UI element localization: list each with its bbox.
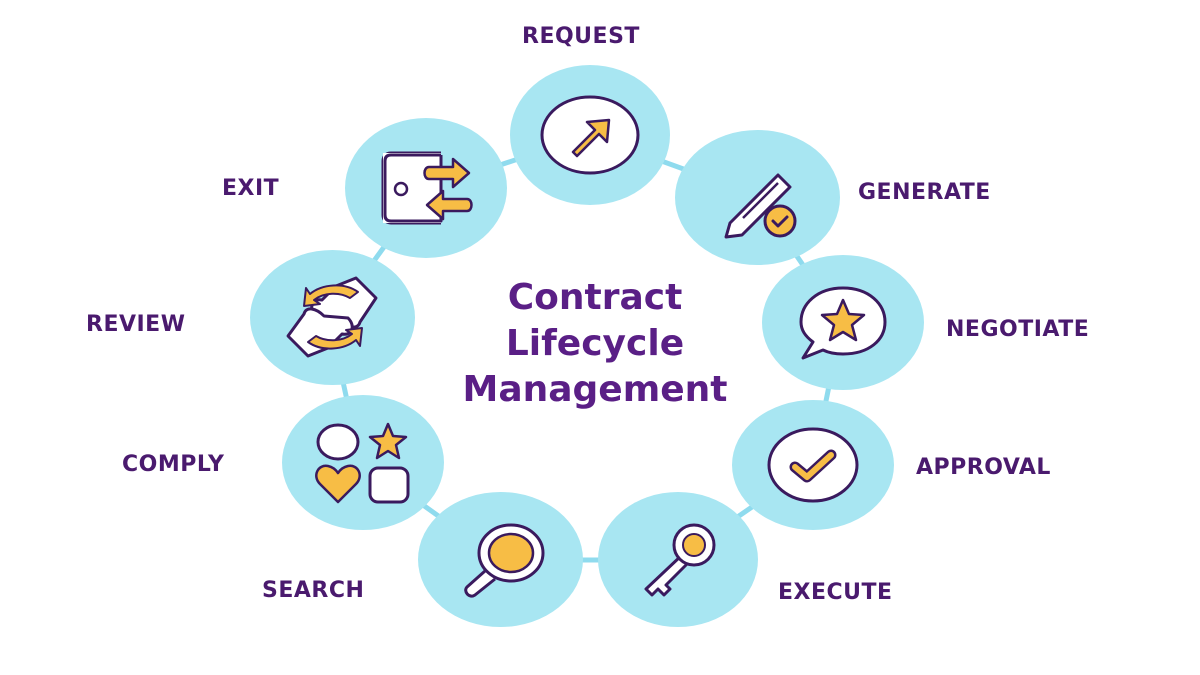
shapes-icon: [315, 422, 410, 503]
stage-execute-label: EXECUTE: [778, 580, 893, 605]
checkmark-circle-icon: [767, 427, 859, 503]
arrow-up-right-icon: [540, 95, 640, 175]
magnifier-icon: [463, 523, 544, 597]
stage-search-label: SEARCH: [262, 578, 365, 603]
refresh-documents-icon: [286, 276, 377, 357]
exit-door-icon: [381, 151, 473, 225]
title-line-1: Contract: [507, 277, 683, 318]
diagram-title: Contract Lifecycle Management: [430, 275, 760, 413]
stage-exit-node[interactable]: [345, 118, 507, 258]
stage-review-node[interactable]: [250, 250, 415, 385]
stage-exit-label: EXIT: [222, 176, 280, 201]
stage-negotiate-node[interactable]: [762, 255, 924, 390]
stage-review-label: REVIEW: [86, 312, 186, 337]
stage-execute-node[interactable]: [598, 492, 758, 627]
key-icon: [644, 523, 716, 596]
title-line-2: Lifecycle: [505, 323, 685, 364]
stage-negotiate-label: NEGOTIATE: [946, 317, 1090, 342]
stage-request-label: REQUEST: [522, 24, 640, 49]
stage-search-node[interactable]: [418, 492, 583, 627]
title-line-3: Management: [462, 369, 728, 410]
speech-bubble-star-icon: [799, 286, 887, 359]
pencil-check-icon: [724, 173, 796, 238]
stage-approval-label: APPROVAL: [916, 455, 1051, 480]
stage-approval-node[interactable]: [732, 400, 894, 530]
stage-request-node[interactable]: [510, 65, 670, 205]
stage-comply-node[interactable]: [282, 395, 444, 530]
stage-generate-node[interactable]: [675, 130, 840, 265]
stage-comply-label: COMPLY: [122, 452, 225, 477]
stage-generate-label: GENERATE: [858, 180, 991, 205]
